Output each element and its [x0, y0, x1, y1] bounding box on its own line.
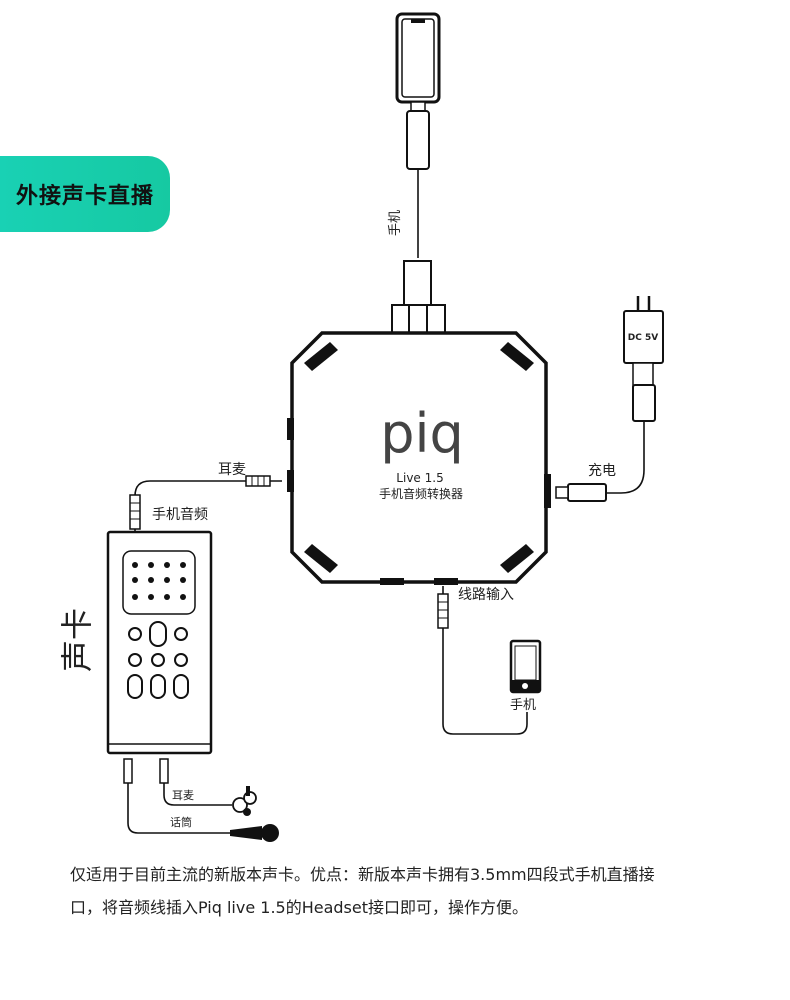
- caption-line-1: 仅适用于目前主流的新版本声卡。优点：新版本声卡拥有3.5mm四段式手机直播接: [70, 865, 655, 884]
- top-port-connector: [391, 260, 446, 337]
- phone-bottom-label: 手机: [510, 698, 536, 713]
- lightning-plug-icon: [406, 101, 430, 258]
- adapter-label: DC 5V: [628, 333, 658, 343]
- microphone-icon: [230, 824, 279, 842]
- phone-top-icon: [395, 12, 441, 104]
- micro-usb-plug-icon: [555, 483, 607, 502]
- section-badge-label: 外接声卡直播: [15, 184, 154, 209]
- soundcard-earphone-cable: [159, 758, 232, 806]
- line-in-label: 线路输入: [458, 587, 514, 603]
- piq-device-body: [287, 331, 551, 585]
- line-in-cable: [437, 586, 528, 735]
- device-model: Live 1.5: [396, 471, 443, 485]
- caption: 仅适用于目前主流的新版本声卡。优点：新版本声卡拥有3.5mm四段式手机直播接 口…: [70, 858, 750, 924]
- charger-adapter-icon: [606, 296, 664, 494]
- soundcard-mic-cable: [123, 758, 230, 834]
- phone-top-label: 手机: [388, 210, 403, 236]
- earphone-label: 耳麦: [218, 462, 246, 478]
- soundcard-label: 声卡: [58, 608, 96, 672]
- soundcard-icon: [106, 530, 213, 755]
- charge-label: 充电: [588, 463, 616, 479]
- device-logo: piq: [380, 402, 464, 465]
- device-subtitle: 手机音频转换器: [379, 486, 463, 501]
- phone-bottom-icon: [509, 639, 542, 694]
- caption-line-2: 口，将音频线插入Piq live 1.5的Headset接口即可，操作方便。: [70, 898, 529, 917]
- soundcard-mic-label: 话筒: [170, 815, 192, 829]
- phone-audio-label: 手机音频: [152, 506, 208, 523]
- earphone-jack-cable: [129, 475, 282, 534]
- section-badge: 外接声卡直播: [0, 156, 170, 232]
- soundcard-earphone-label: 耳麦: [172, 789, 194, 802]
- earbuds-icon: [232, 786, 257, 816]
